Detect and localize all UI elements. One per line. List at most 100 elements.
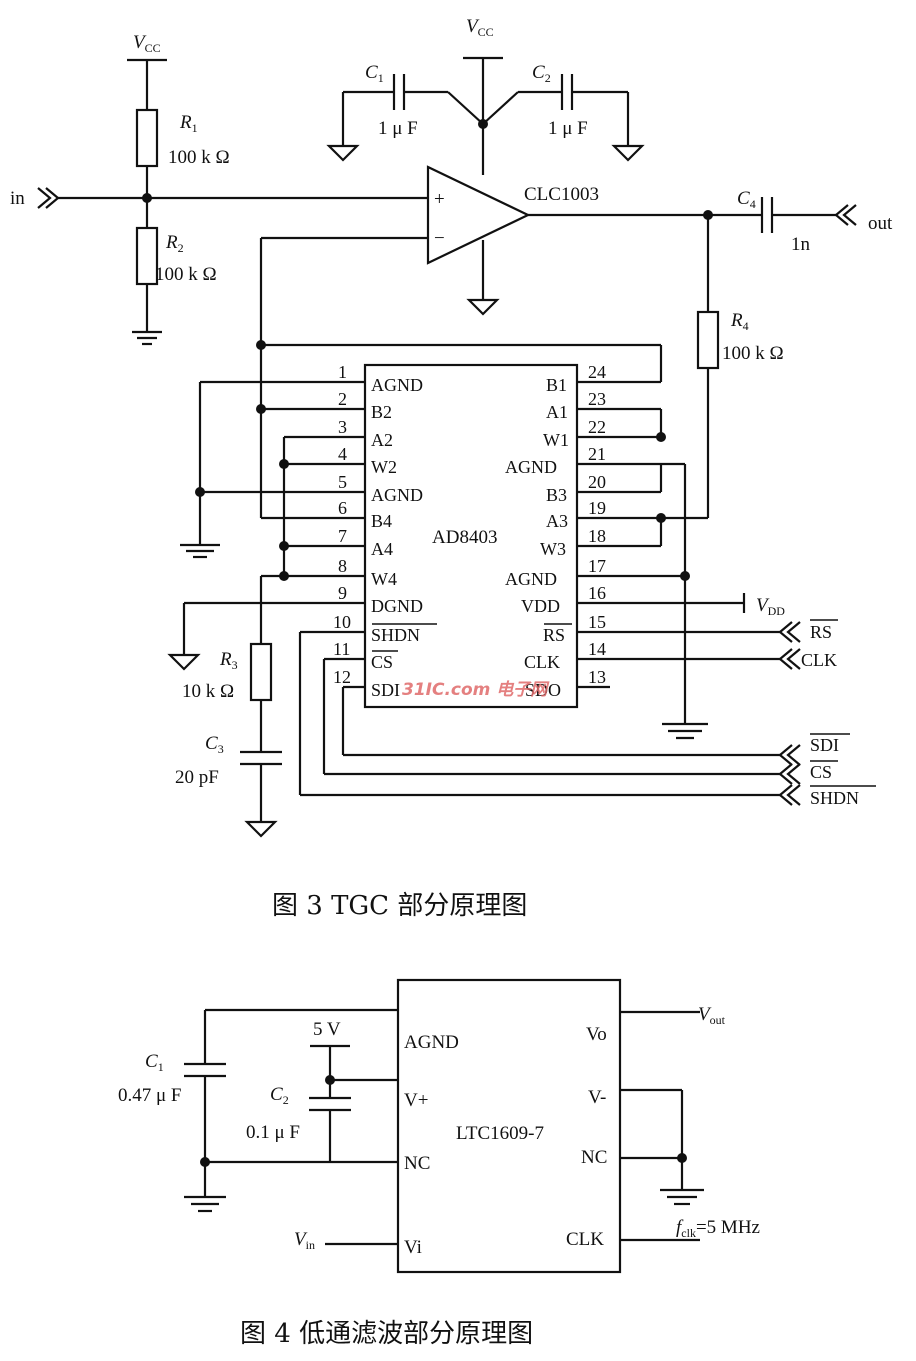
svg-text:23: 23: [588, 389, 606, 409]
c2-value: 1 μ F: [548, 118, 588, 139]
pin-vo: Vo: [586, 1024, 607, 1045]
svg-text:13: 13: [588, 667, 606, 687]
svg-text:CS: CS: [371, 652, 393, 672]
ad8403-right-pins: 24 B1 23 A1 22 W1 21 AGND 20 B3 19 A3 18…: [505, 362, 780, 700]
vminus-ground: [620, 1088, 704, 1206]
opamp-plus: +: [434, 189, 445, 210]
opamp-minus: −: [434, 228, 445, 249]
c3-label: C3: [205, 733, 224, 756]
pin-23: 23 A1: [546, 389, 661, 422]
pin-19: 19 A3: [546, 498, 708, 531]
pin-21: 21 AGND: [505, 444, 685, 477]
svg-text:19: 19: [588, 498, 606, 518]
pin-16: 16 VDD: [521, 583, 744, 616]
ltc1609-label: LTC1609-7: [456, 1123, 544, 1144]
svg-text:24: 24: [588, 362, 606, 382]
svg-text:9: 9: [338, 583, 347, 603]
pin-2: 2 B2: [261, 389, 392, 422]
svg-text:AGND: AGND: [505, 569, 557, 589]
clk-input: fclk=5 MHz: [620, 1217, 760, 1242]
in-label: in: [10, 188, 25, 209]
vcc-left-supply: VCC: [127, 32, 167, 110]
svg-text:B1: B1: [546, 375, 567, 395]
c2-label: C2: [532, 62, 551, 85]
svg-text:1: 1: [338, 362, 347, 382]
svg-text:18: 18: [588, 526, 606, 546]
right-wiring: VDD RS CLK: [656, 409, 838, 740]
svg-text:15: 15: [588, 612, 606, 632]
v5-label: 5 V: [313, 1019, 341, 1040]
svg-text:2: 2: [338, 389, 347, 409]
watermark: 31IC.com 电子网: [402, 680, 550, 700]
svg-text:W1: W1: [543, 430, 569, 450]
figure-4: LTC1609-7 AGND V+ NC Vi Vo V- NC CLK C1 …: [118, 978, 760, 1349]
pin-8: 8 W4: [261, 556, 397, 589]
pin-1: 1 AGND: [200, 362, 423, 395]
svg-text:SDI: SDI: [371, 680, 400, 700]
c1-fig4-label: C1: [145, 1051, 164, 1074]
r4-value: 100 k Ω: [722, 343, 784, 364]
output-network: out C4 1n R4 100 k Ω: [528, 188, 893, 518]
c3-value: 20 pF: [175, 767, 219, 788]
figure-3: VCC R1 100 k Ω in R2 100 k Ω VCC: [10, 16, 893, 921]
svg-text:20: 20: [588, 472, 606, 492]
pin-13: 13 SDO: [525, 667, 610, 700]
capacitor-c1: C1 1 μ F: [326, 62, 448, 162]
pin-18: 18 W3: [540, 526, 661, 559]
vout-output: Vout: [620, 1004, 726, 1027]
c2-fig4-value: 0.1 μ F: [246, 1122, 300, 1143]
resistor-r2: R2 100 k Ω: [132, 198, 217, 346]
fclk-label: fclk=5 MHz: [676, 1217, 760, 1240]
capacitor-c1-fig4: C1 0.47 μ F: [118, 1008, 398, 1213]
svg-text:AGND: AGND: [371, 485, 423, 505]
svg-text:CLK: CLK: [524, 652, 560, 672]
pin-vminus: V-: [588, 1087, 606, 1108]
pin-nc-left: NC: [404, 1153, 430, 1174]
figure-4-caption: 图 4 低通滤波部分原理图: [240, 1319, 533, 1349]
svg-text:A1: A1: [546, 402, 568, 422]
pin-10: 10 SHDN: [300, 612, 437, 645]
pin-7: 7 A4: [284, 526, 393, 559]
pin-11: 11 CS: [324, 639, 398, 672]
svg-text:W2: W2: [371, 457, 397, 477]
svg-text:17: 17: [588, 556, 606, 576]
input-terminal: in: [10, 187, 428, 209]
pin-4: 4 W2: [284, 444, 397, 477]
svg-text:SHDN: SHDN: [371, 625, 420, 645]
figure-3-caption: 图 3 TGC 部分原理图: [272, 891, 527, 921]
clk-signal-label: CLK: [801, 650, 837, 670]
svg-text:AGND: AGND: [371, 375, 423, 395]
ltc1609-chip: [396, 978, 622, 1274]
opamp-clc1003: + − CLC1003: [259, 165, 599, 518]
svg-text:RS: RS: [543, 625, 565, 645]
svg-text:3: 3: [338, 417, 347, 437]
svg-text:B4: B4: [371, 511, 392, 531]
vin-input: Vin: [294, 1229, 398, 1252]
shdn-signal-label: SHDN: [810, 788, 859, 808]
vcc-top-supply: VCC: [447, 16, 519, 175]
svg-text:8: 8: [338, 556, 347, 576]
c4-label: C4: [737, 188, 756, 211]
c1-label: C1: [365, 62, 384, 85]
out-label: out: [868, 213, 893, 234]
resistor-r1: R1 100 k Ω: [135, 108, 230, 198]
pin-14: 14 CLK: [524, 639, 780, 672]
pin-24: 24 B1: [546, 362, 661, 395]
ad8403-label: AD8403: [432, 527, 497, 548]
pin-nc-right: NC: [581, 1147, 607, 1168]
svg-text:10: 10: [333, 612, 351, 632]
r2-label: R2: [165, 232, 184, 255]
svg-text:6: 6: [338, 498, 347, 518]
c2-fig4-label: C2: [270, 1084, 289, 1107]
svg-text:SDO: SDO: [525, 680, 561, 700]
svg-text:B3: B3: [546, 485, 567, 505]
svg-text:A4: A4: [371, 539, 393, 559]
svg-text:21: 21: [588, 444, 606, 464]
capacitor-c2-fig4: 5 V C2 0.1 μ F: [205, 1019, 398, 1164]
r2-value: 100 k Ω: [155, 264, 217, 285]
cs-signal-label: CS: [810, 762, 832, 782]
rs-signal-label: RS: [810, 622, 832, 642]
pin-9: 9 DGND: [184, 583, 423, 616]
pin-17: 17 AGND: [505, 556, 685, 589]
